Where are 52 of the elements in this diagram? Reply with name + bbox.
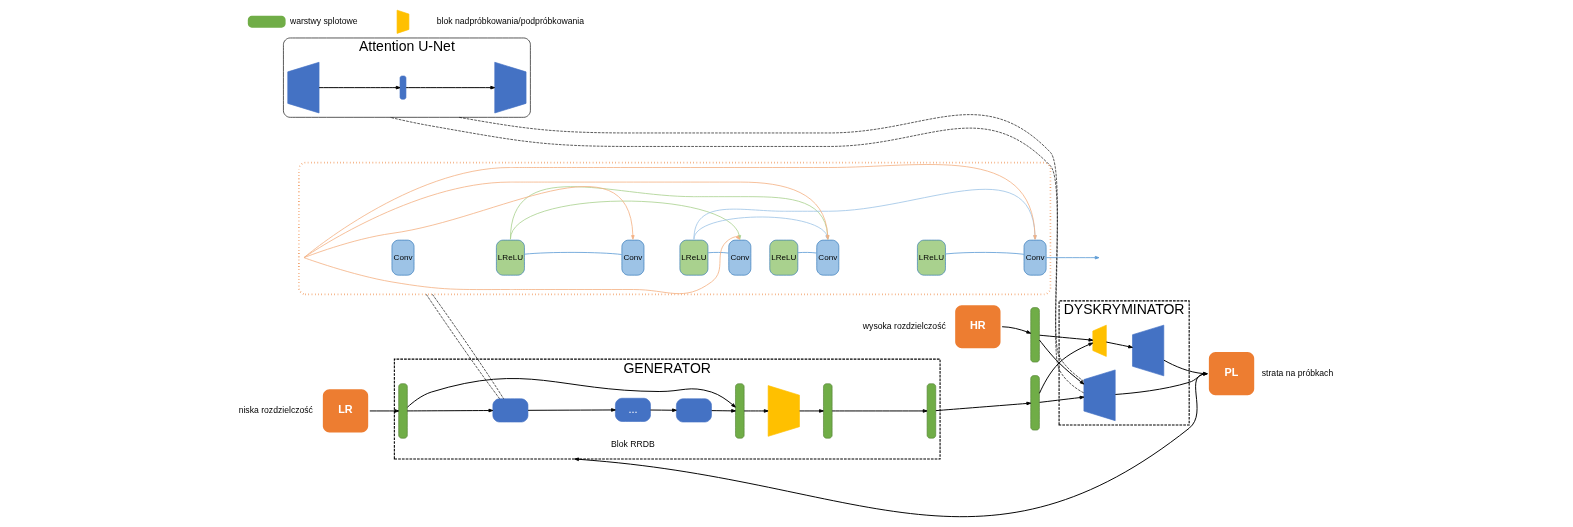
node-bar: [1030, 307, 1040, 363]
arrow: [1038, 342, 1094, 394]
arrow: [1001, 326, 1032, 334]
legend-label: warstwy splotowe: [289, 15, 358, 26]
node-bar: [398, 383, 408, 439]
arrow: [406, 408, 494, 413]
connector: [707, 252, 730, 254]
node-trapezoid: [1092, 324, 1107, 357]
connector: [945, 252, 1025, 255]
arrow: [527, 408, 616, 412]
connector: [524, 252, 623, 255]
arrow: [318, 85, 401, 90]
node-bar: [926, 383, 937, 439]
cluster: DYSKRYMINATOR: [1058, 300, 1190, 426]
node-trapezoid: [494, 61, 527, 114]
node-label: strata na próbkach: [1261, 367, 1334, 378]
arrow: [369, 409, 400, 413]
arrow: [711, 409, 736, 413]
node-bar: [735, 383, 745, 439]
node-bar: [1030, 375, 1040, 431]
node-box: PL: [1208, 352, 1255, 396]
arrow: [303, 186, 635, 259]
node-box: [676, 398, 712, 423]
node-box: [492, 398, 529, 423]
node-box: HR: [955, 305, 1001, 349]
arrow: [799, 409, 824, 413]
arrow: [406, 378, 736, 408]
arrow: [303, 164, 1037, 258]
node-trapezoid: [1083, 369, 1116, 421]
arrow: [1045, 255, 1100, 260]
node-label: Blok RRDB: [611, 439, 655, 449]
arrow: [1039, 339, 1085, 385]
node-trapezoid: [1132, 324, 1165, 377]
arrow: [935, 401, 1032, 412]
node-label: wysoka rozdzielczość: [862, 320, 946, 331]
connector: [797, 252, 818, 254]
arrow: [743, 409, 769, 413]
arrow: [1039, 395, 1085, 403]
node-box: LR: [322, 389, 369, 433]
arrow: [1039, 334, 1094, 342]
arrow: [1105, 341, 1133, 349]
cluster: Attention U-Net: [283, 37, 531, 118]
node-box: ...: [615, 397, 651, 422]
legend-label: blok nadpróbkowania/podpróbkowania: [436, 15, 585, 26]
node-label: niska rozdzielczość: [238, 405, 313, 415]
node-trapezoid: [767, 385, 800, 437]
node-bar: [823, 383, 833, 439]
arrow: [405, 85, 496, 90]
arrow: [650, 408, 677, 413]
node-bar: [399, 75, 407, 100]
node-trapezoid: [287, 61, 320, 114]
arrow: [831, 409, 928, 413]
